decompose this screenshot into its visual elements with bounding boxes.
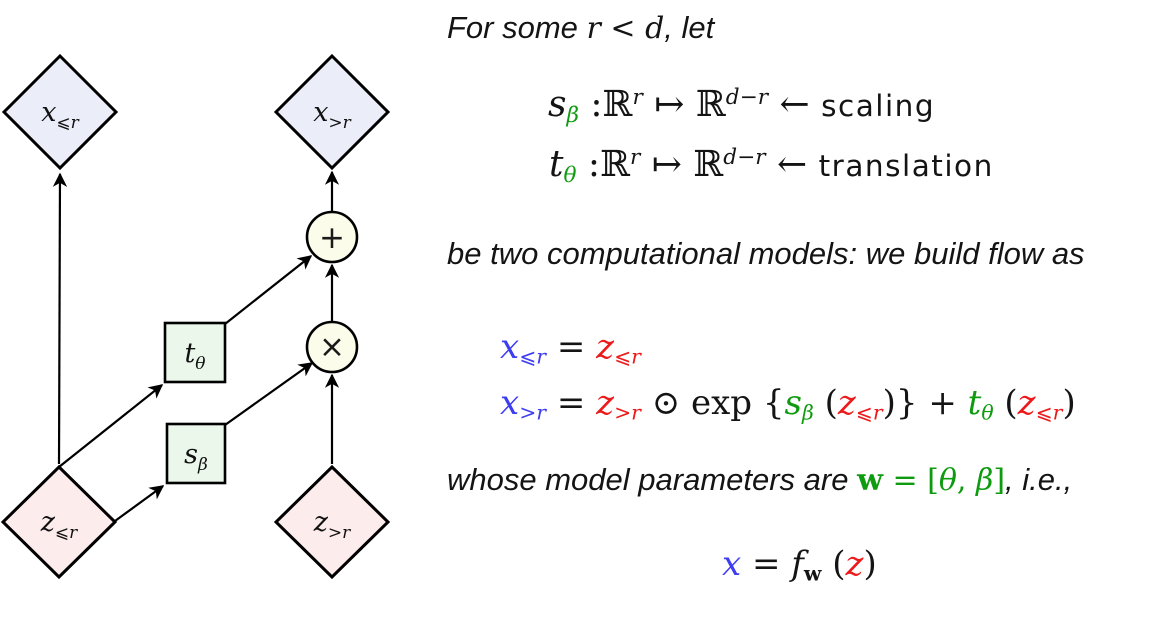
arrow-s-box-to-times [224, 362, 314, 426]
diagram-labels: x⩽r x>r z⩽r z>r tθ sβ + × [40, 97, 352, 543]
label-s-beta: sβ [184, 439, 208, 475]
left-paren: ( [813, 383, 838, 423]
node-x-gt-diamond [273, 53, 391, 171]
scaling-def-line: sβ :ℝr ↦ ℝd−r ← scaling [548, 84, 935, 129]
times-icon: × [319, 329, 345, 365]
translation-def-line: tθ :ℝr ↦ ℝd−r ← translation [549, 144, 994, 189]
intro-line: For some r < d, let [447, 10, 714, 47]
sup-r: r [629, 145, 641, 171]
parameters-post: , i.e., [1005, 462, 1073, 497]
rbracket: ] [993, 463, 1006, 498]
right-paren: ) [1062, 383, 1076, 423]
label-x-gt: x>r [313, 97, 351, 133]
coupling-eq-1: x⩽r = z⩽r [500, 327, 641, 369]
odot-symbol: ⊙ [640, 383, 692, 423]
mapsto-symbol: ↦ [640, 144, 694, 185]
plus-icon: + [319, 220, 345, 256]
diagram-arrows [52, 170, 340, 522]
left-brace: { [752, 383, 785, 423]
sym-x: x [722, 544, 742, 584]
plus-sign: + [917, 383, 968, 423]
sym-z-le-arg1: z⩽r [837, 383, 883, 425]
node-s-beta-box [165, 422, 227, 485]
arrow-z-le-to-s-box [114, 485, 165, 522]
colon: : [578, 84, 603, 125]
node-z-le-diamond [0, 464, 118, 580]
sym-t: t [549, 144, 564, 185]
sub-w-bold: w [803, 561, 822, 586]
intro-math-r-lt-d: r < d [586, 11, 665, 46]
left-paren: ( [821, 544, 846, 584]
sym-x-le: x⩽r [500, 327, 547, 369]
label-z-le: z⩽r [40, 507, 78, 543]
left-arrow: ← [765, 144, 819, 185]
scaling-annotation: scaling [821, 89, 936, 123]
equals: = [546, 327, 597, 367]
label-z-gt: z>r [313, 507, 351, 543]
mapsto-symbol: ↦ [642, 84, 696, 125]
translation-annotation: translation [818, 149, 994, 183]
sym-z-le-arg2: z⩽r [1017, 383, 1063, 425]
arrow-z-le-to-t-box [58, 384, 164, 468]
sym-theta-sub: θ [563, 163, 577, 189]
sym-theta: θ [938, 463, 957, 498]
sym-w-bold: w [857, 463, 883, 498]
sup-d-minus-r: d−r [723, 145, 766, 171]
colon: : [576, 144, 601, 185]
sym-t-theta: tθ [967, 383, 994, 425]
sym-z: z [845, 544, 864, 584]
reals-codomain: ℝ [693, 144, 724, 185]
sym-z-le: z⩽r [596, 327, 641, 369]
models-line: be two computational models: we build fl… [447, 236, 1085, 272]
flow-eq: x = fw (z) [722, 544, 877, 586]
sym-f: f [791, 544, 804, 584]
coupling-eq-2: x>r = z>r ⊙ exp {sβ (z⩽r)} + tθ (z⩽r) [500, 383, 1076, 425]
left-arrow: ← [768, 84, 822, 125]
intro-pre: For some [447, 10, 587, 45]
arrow-t-box-to-plus [224, 255, 313, 325]
comma: , [956, 463, 976, 498]
label-t-theta: tθ [184, 338, 205, 374]
right-paren: ) [882, 383, 896, 423]
sup-d-minus-r: d−r [725, 85, 769, 111]
equals-lbracket: = [ [882, 463, 939, 498]
right-paren: ) [863, 544, 877, 584]
arrow-z-le-to-x-le [52, 172, 68, 465]
sym-s: s [548, 84, 567, 125]
exp-operator: exp [691, 383, 753, 423]
right-brace: } [895, 383, 918, 423]
sym-s-beta: sβ [784, 383, 814, 425]
sup-r: r [632, 85, 643, 111]
sym-beta-sub: β [566, 103, 579, 129]
diagram-nodes [0, 53, 391, 580]
reals-domain: ℝ [602, 84, 633, 125]
left-paren: ( [993, 383, 1018, 423]
sym-beta: β [975, 463, 994, 498]
node-t-theta-box [163, 321, 227, 384]
intro-post: , let [664, 10, 715, 45]
flow-diagram: x⩽r x>r z⩽r z>r tθ sβ + × [0, 53, 391, 580]
equals: = [741, 544, 792, 584]
label-x-le: x⩽r [41, 97, 79, 133]
sym-x-gt: x>r [500, 383, 547, 425]
parameters-pre: whose model parameters are [447, 462, 858, 497]
reals-domain: ℝ [600, 144, 630, 185]
sym-z-gt: z>r [596, 383, 641, 425]
models-text: be two computational models: we build fl… [447, 236, 1085, 271]
reals-codomain: ℝ [695, 84, 726, 125]
equals: = [546, 383, 597, 423]
parameters-line: whose model parameters are w = [θ, β], i… [447, 462, 1072, 499]
node-z-gt-diamond [273, 464, 391, 580]
node-x-le-diamond [1, 53, 119, 171]
